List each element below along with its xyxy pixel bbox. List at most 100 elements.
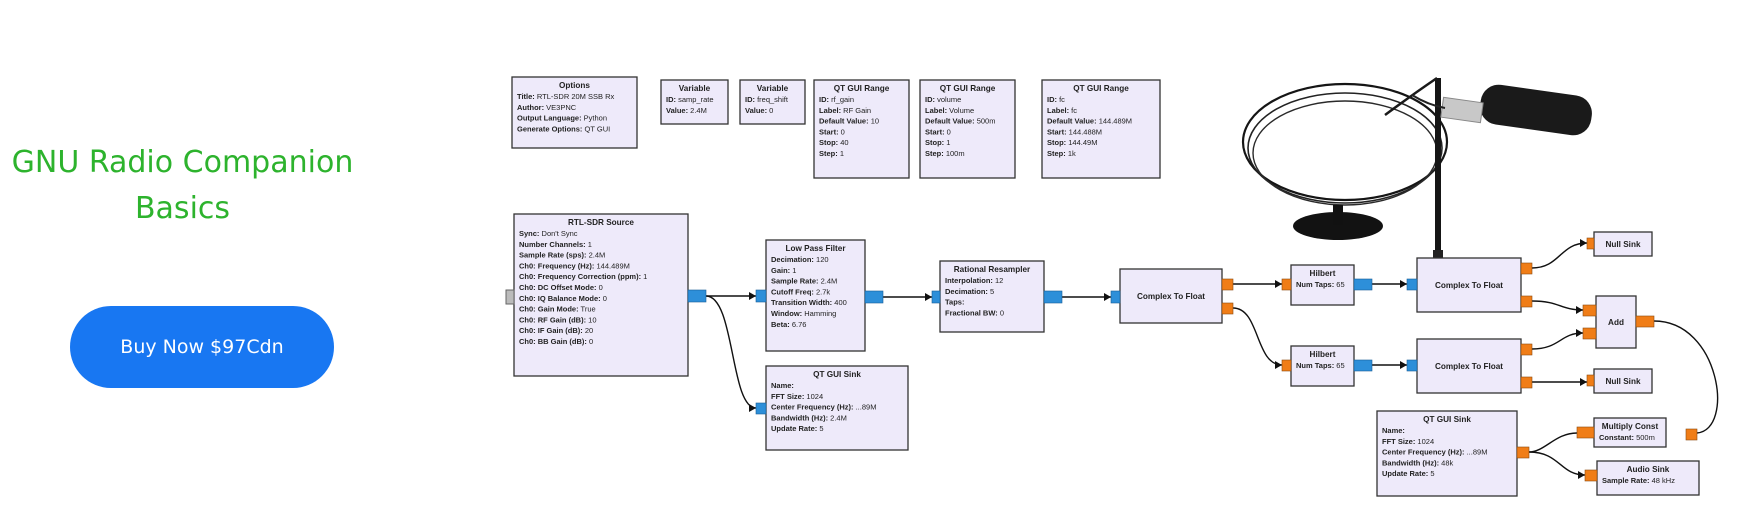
block-param: Cutoff Freq: 2.7k <box>771 287 830 296</box>
port[interactable] <box>931 290 941 304</box>
port[interactable] <box>1584 469 1598 482</box>
block-param: Default Value: 500m <box>925 117 995 126</box>
wire <box>1531 242 1588 269</box>
wire <box>1528 451 1586 476</box>
wire-arrow <box>1104 293 1111 301</box>
port[interactable] <box>1281 278 1292 291</box>
block-param: Ch0: Frequency Correction (ppm): 1 <box>519 272 647 281</box>
block-param: Sample Rate (sps): 2.4M <box>519 251 605 260</box>
block-param: Decimation: 120 <box>771 255 829 264</box>
port[interactable] <box>1685 428 1698 441</box>
port[interactable] <box>1586 237 1595 250</box>
port[interactable] <box>1221 302 1234 315</box>
block-param: Start: 0 <box>925 127 951 136</box>
block-title: QT GUI Sink <box>813 370 861 379</box>
block-param: Step: 1 <box>819 149 844 158</box>
block-range_vol-box <box>919 79 1016 179</box>
block-param: Decimation: 5 <box>945 287 994 296</box>
block-param: Ch0: Frequency (Hz): 144.489M <box>519 261 630 270</box>
block-rtl-box <box>513 213 689 377</box>
port[interactable] <box>1221 278 1234 291</box>
block-title: QT GUI Range <box>1073 84 1129 93</box>
block-param: Default Value: 144.489M <box>1047 117 1132 126</box>
wire <box>1531 332 1584 350</box>
wire <box>1653 320 1719 434</box>
block-title: Add <box>1608 318 1624 327</box>
block-title: Hilbert <box>1310 269 1336 278</box>
port[interactable] <box>1520 295 1533 308</box>
block-null2[interactable]: Null Sink <box>1593 368 1653 394</box>
port[interactable] <box>1281 359 1292 372</box>
wire <box>1232 307 1283 366</box>
page-title: GNU Radio Companion Basics <box>11 145 354 226</box>
block-null2-box <box>1593 368 1653 394</box>
port[interactable] <box>755 402 767 415</box>
block-c2f2-box <box>1416 257 1522 313</box>
port[interactable] <box>1406 359 1418 372</box>
block-param: Default Value: 10 <box>819 117 879 126</box>
port[interactable] <box>1576 426 1595 439</box>
port[interactable] <box>1582 327 1597 340</box>
port[interactable] <box>505 289 515 305</box>
port[interactable] <box>755 289 767 303</box>
block-param: FFT Size: 1024 <box>1382 437 1434 446</box>
block-param: Interpolation: 12 <box>945 276 1003 285</box>
port[interactable] <box>1635 315 1655 328</box>
port[interactable] <box>1353 278 1373 291</box>
block-param: Transition Width: 400 <box>771 298 847 307</box>
block-options-box <box>511 76 638 149</box>
port[interactable] <box>1586 374 1595 387</box>
block-param: Ch0: BB Gain (dB): 0 <box>519 337 593 346</box>
port[interactable] <box>1520 376 1533 389</box>
block-param: Beta: 6.76 <box>771 320 806 329</box>
block-param: Step: 1k <box>1047 149 1076 158</box>
port[interactable] <box>1516 446 1530 459</box>
block-add[interactable]: Add <box>1595 295 1637 349</box>
block-title: Variable <box>679 84 711 93</box>
wire-arrow <box>749 292 756 300</box>
block-title: Complex To Float <box>1137 292 1205 301</box>
block-param: Stop: 144.49M <box>1047 138 1097 147</box>
wire-arrow <box>1400 361 1407 369</box>
block-c2f2[interactable]: Complex To Float <box>1416 257 1522 313</box>
block-null1[interactable]: Null Sink <box>1593 231 1653 257</box>
wire-arrow <box>1576 329 1583 337</box>
block-c2f1[interactable]: Complex To Float <box>1119 268 1223 324</box>
block-param: Bandwidth (Hz): 48k <box>1382 458 1454 467</box>
block-title: Null Sink <box>1605 240 1640 249</box>
block-title: Options <box>559 81 590 90</box>
wire-arrow <box>1578 471 1585 479</box>
port[interactable] <box>1520 262 1533 275</box>
port[interactable] <box>1406 278 1418 291</box>
block-param: ID: samp_rate <box>666 95 714 104</box>
buy-now-button[interactable]: Buy Now $97Cdn <box>70 306 334 388</box>
flowgraph-wires <box>705 239 1719 479</box>
block-c2f3[interactable]: Complex To Float <box>1416 338 1522 394</box>
port[interactable] <box>687 289 707 303</box>
block-param: Ch0: IF Gain (dB): 20 <box>519 326 593 335</box>
port[interactable] <box>1110 290 1121 304</box>
block-param: Step: 100m <box>925 149 965 158</box>
port[interactable] <box>1353 359 1373 372</box>
block-audio-box <box>1596 460 1700 496</box>
port[interactable] <box>1043 290 1063 304</box>
port[interactable] <box>864 290 884 304</box>
port[interactable] <box>1582 304 1597 317</box>
port[interactable] <box>1520 343 1533 356</box>
